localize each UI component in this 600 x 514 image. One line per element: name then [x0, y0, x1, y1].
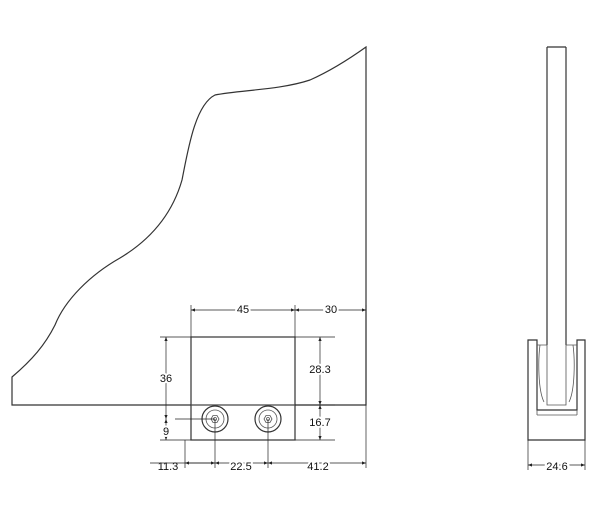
glass-panel-outline: [11, 45, 367, 406]
dim-side-width: 24.6: [546, 461, 567, 473]
dim-hole-height: 9: [163, 426, 169, 438]
dim-bottom-right: 41.2: [307, 461, 328, 473]
dim-top-width: 45: [237, 304, 249, 316]
dim-bottom-spacing: 22.5: [230, 461, 251, 473]
dim-height-total: 36: [160, 373, 172, 385]
dim-height-upper: 28.3: [309, 364, 330, 376]
dim-top-offset: 30: [325, 304, 337, 316]
side-clamp-outline: [527, 339, 586, 441]
side-view: 24.6: [527, 46, 586, 475]
dim-height-lower: 16.7: [309, 417, 330, 429]
dim-bottom-left: 11.3: [158, 461, 179, 473]
clamp-body: [190, 336, 296, 441]
front-view: 45 30 36 9 28.3 16.7 11.3 22.5 41.2: [11, 45, 367, 475]
